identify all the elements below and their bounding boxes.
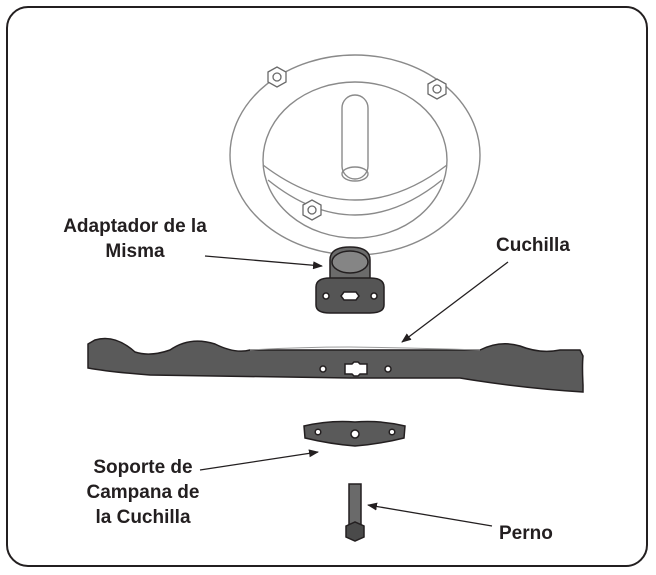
adapter-label-line1: Adaptador de la: [63, 216, 207, 237]
adapter-label: Adaptador de la Misma: [30, 214, 240, 264]
bolt-label: Perno: [499, 523, 553, 544]
mower-blade: [87, 337, 584, 393]
leader-lines: [199, 255, 509, 527]
bracket-label-line3: la Cuchilla: [95, 507, 191, 528]
housing-bolt-right: [427, 78, 447, 100]
housing-bolt-left: [267, 66, 287, 88]
blade-leader-arrow: [401, 261, 509, 343]
blade-adapter: [315, 246, 385, 314]
bolt-leader-arrow: [367, 502, 493, 527]
bracket-label-line2: Campana de: [86, 482, 200, 503]
diagram-frame: [6, 6, 648, 567]
adapter-leader-arrow: [204, 255, 323, 270]
bracket-leader-arrow: [199, 449, 319, 471]
blade-bolt: [345, 483, 365, 542]
adapter-label-line2: Misma: [105, 241, 165, 262]
bracket-label: Soporte de Campana de la Cuchilla: [68, 455, 218, 530]
bracket-label-line1: Soporte de: [93, 457, 193, 478]
blade-label: Cuchilla: [496, 235, 570, 256]
bell-support-bracket: [303, 420, 406, 447]
housing-bolt-bottom: [302, 199, 322, 221]
